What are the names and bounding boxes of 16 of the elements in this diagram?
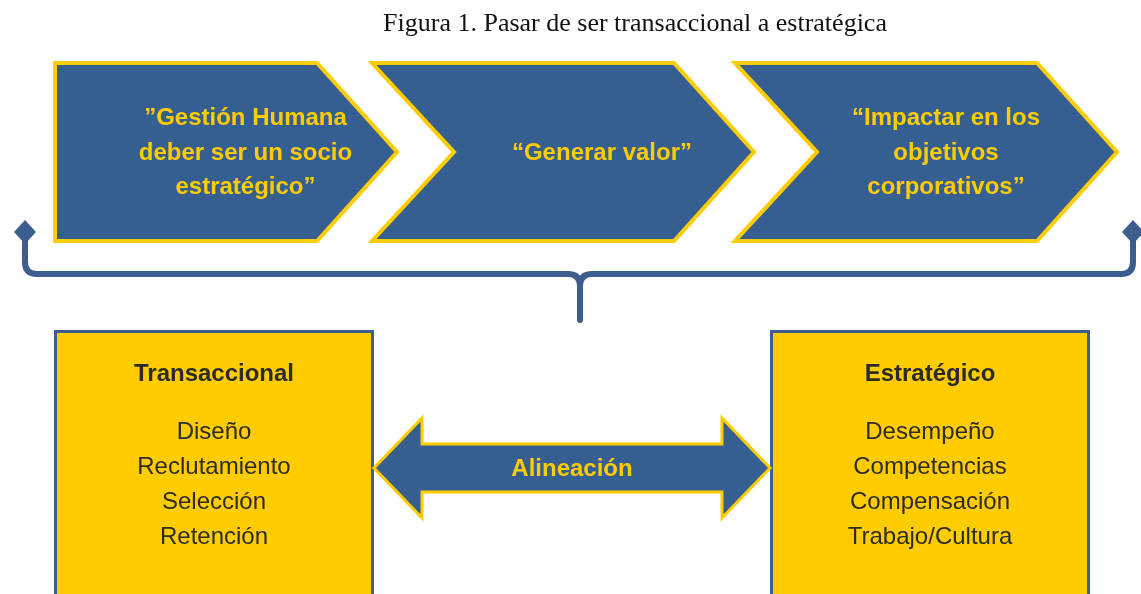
- box-heading: Estratégico: [864, 359, 996, 387]
- chevron-label: “Impactar en los objetivos corporativos”: [850, 101, 1042, 202]
- chevron-label: “Generar valor”: [511, 136, 693, 167]
- category-box: [54, 330, 374, 594]
- list-item: Competencias: [853, 451, 1007, 481]
- box-heading: Transaccional: [133, 359, 295, 387]
- list-item: Diseño: [176, 416, 252, 446]
- list-item: Compensación: [849, 486, 1011, 516]
- list-item: Selección: [161, 486, 267, 516]
- list-item: Retención: [159, 521, 269, 551]
- list-item: Trabajo/Cultura: [847, 521, 1013, 551]
- list-item: Desempeño: [865, 416, 995, 446]
- figure-title: Figura 1. Pasar de ser transaccional a estratégica: [382, 8, 888, 38]
- category-box: [770, 330, 1090, 594]
- chevron-label: ”Gestión Humana deber ser un socio estratégico”: [137, 101, 354, 202]
- list-item: Reclutamiento: [137, 451, 291, 481]
